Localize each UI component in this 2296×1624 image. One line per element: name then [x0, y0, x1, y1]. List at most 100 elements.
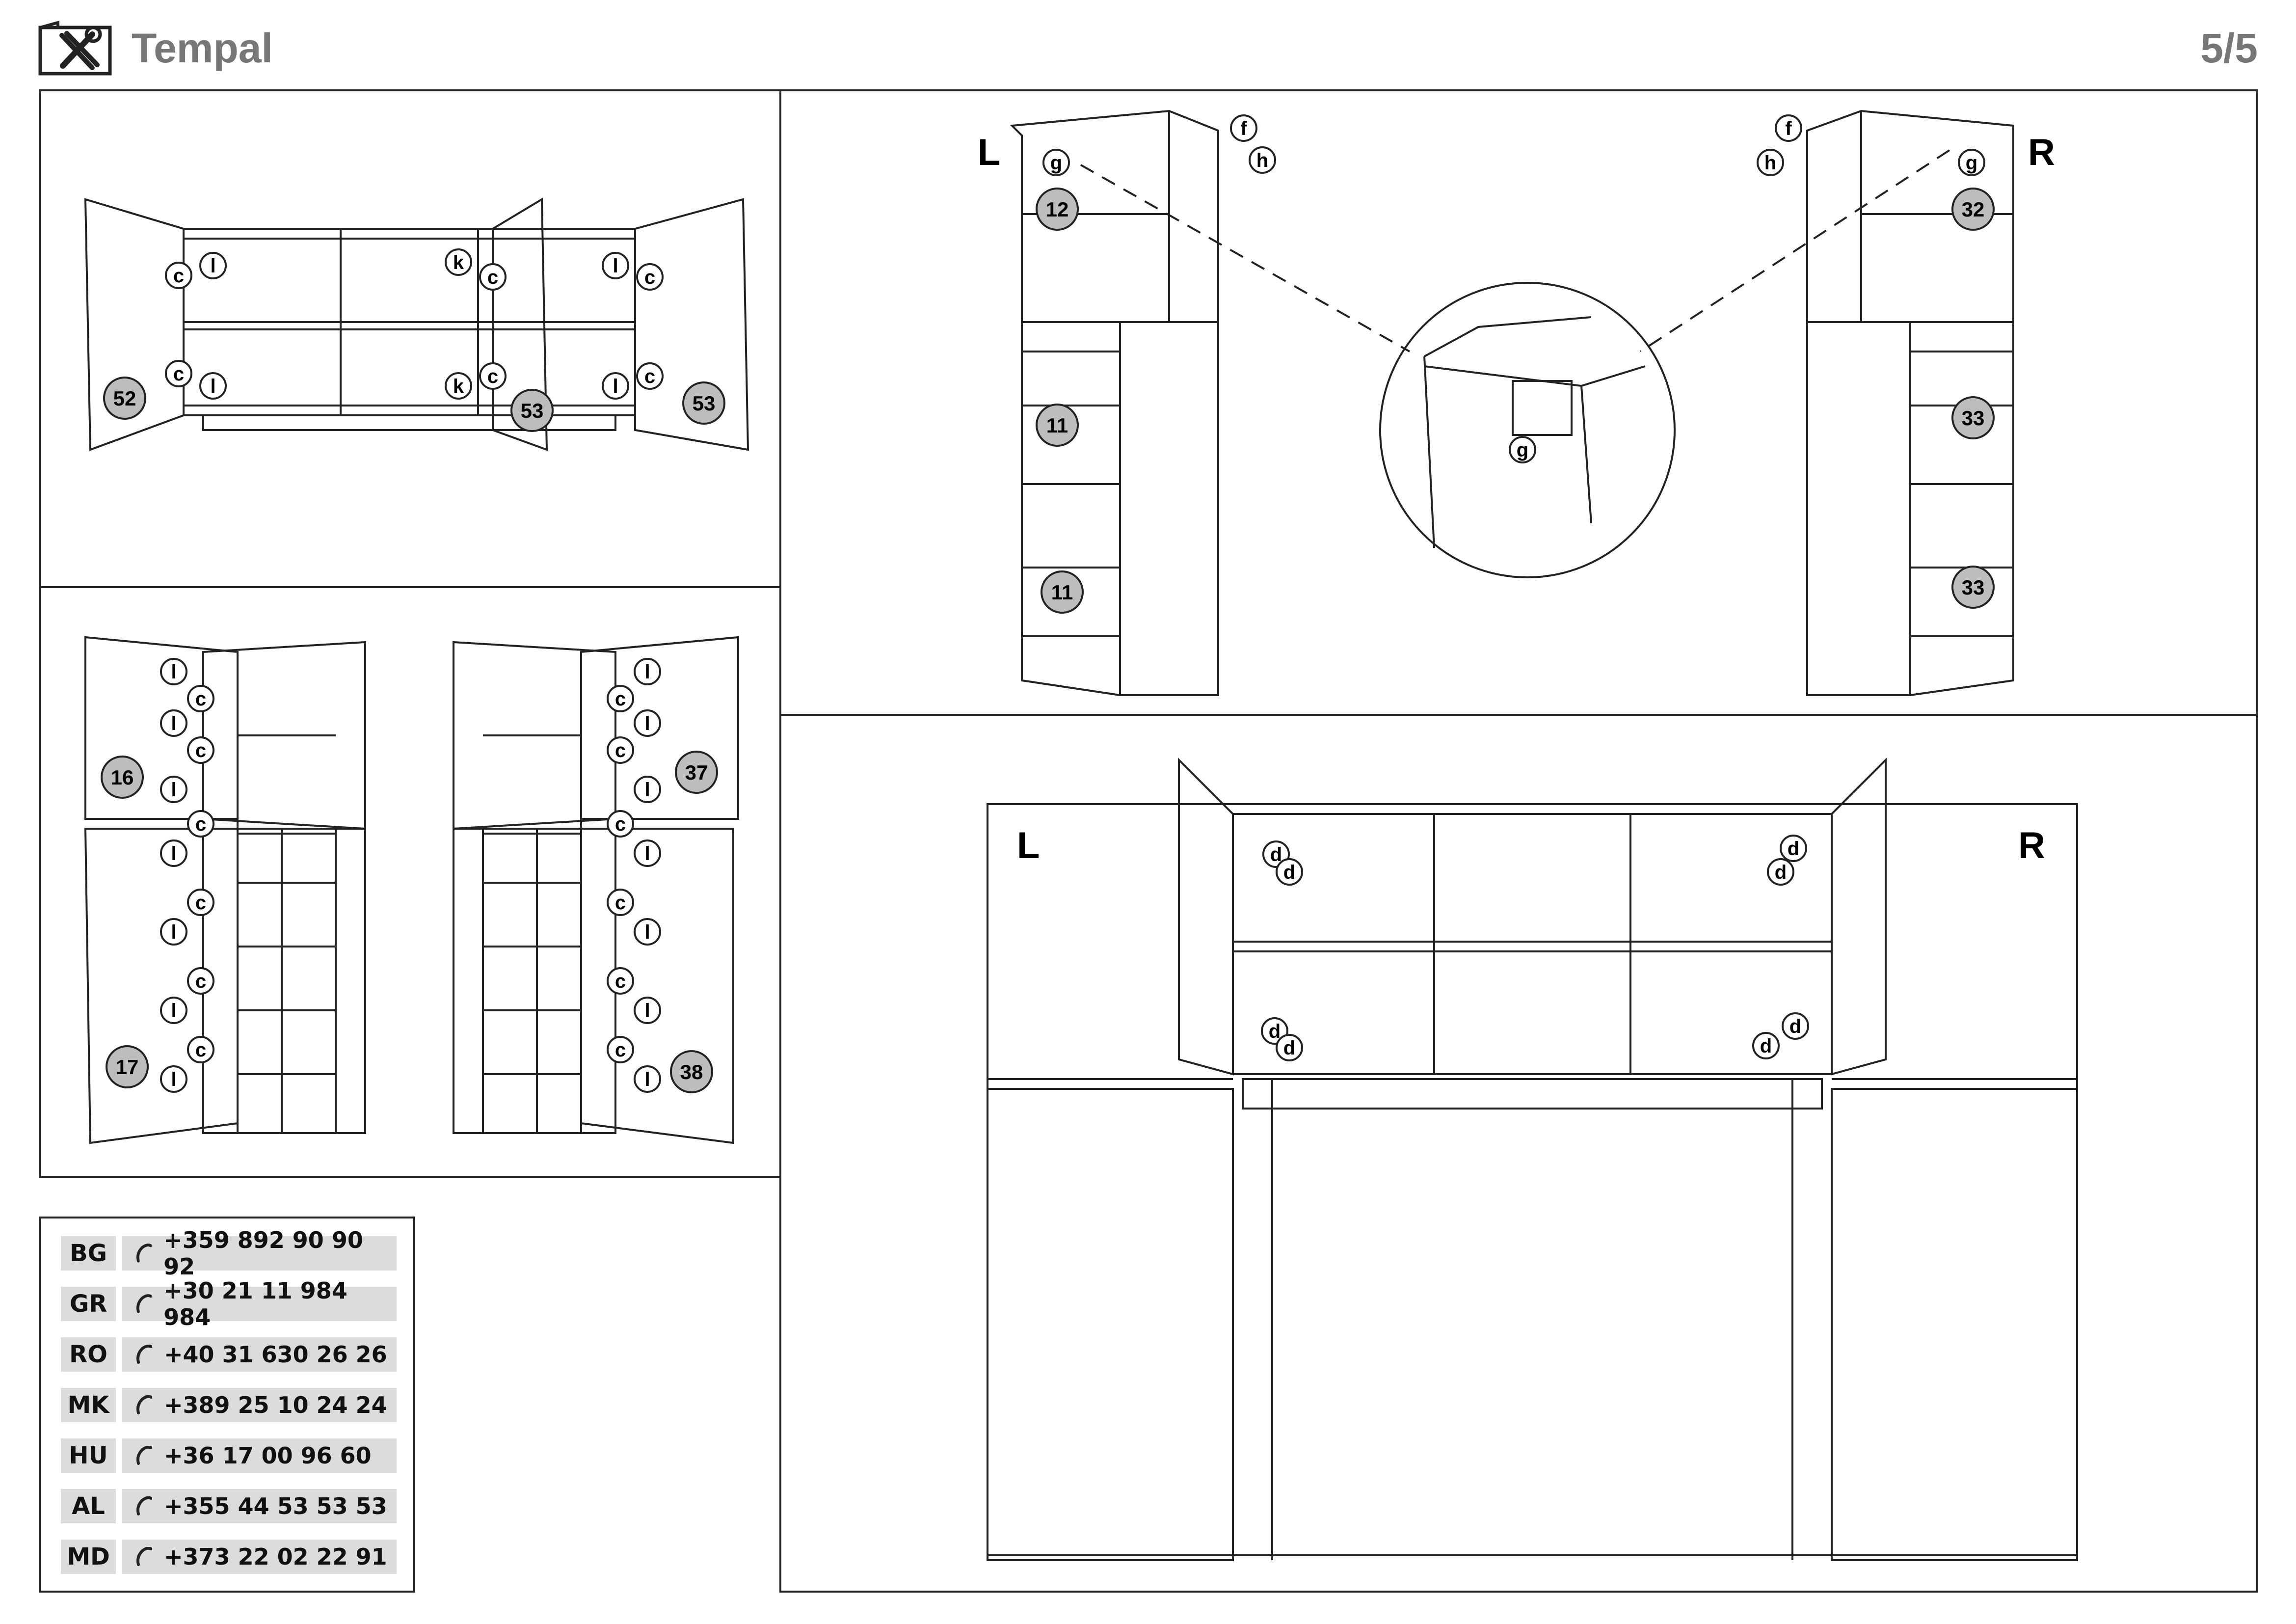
svg-text:c: c	[487, 267, 498, 288]
phone-number[interactable]: +389 25 10 24 24	[122, 1388, 397, 1422]
svg-text:12: 12	[1046, 198, 1069, 221]
svg-text:g: g	[1050, 152, 1062, 174]
svg-text:f: f	[1785, 118, 1792, 139]
svg-text:53: 53	[693, 392, 716, 415]
fitting-label: f	[1775, 114, 1802, 142]
hinge-label: l	[160, 997, 187, 1024]
svg-text:53: 53	[521, 399, 544, 422]
hinge-label: c	[187, 736, 214, 764]
contact-row: MD+373 22 02 22 91	[61, 1540, 397, 1574]
page-number: 5/5	[2200, 25, 2258, 71]
svg-text:l: l	[171, 779, 176, 801]
svg-text:h: h	[1256, 150, 1268, 171]
svg-text:h: h	[1764, 152, 1776, 174]
hinge-label: c	[636, 263, 664, 291]
svg-text:l: l	[171, 1069, 176, 1090]
svg-text:l: l	[613, 376, 618, 397]
phone-icon	[136, 1547, 152, 1566]
hinge-label: c	[187, 810, 214, 838]
tools-icon	[38, 21, 112, 76]
fitting-label: h	[1249, 146, 1276, 174]
right-side-label: R	[2028, 132, 2055, 173]
svg-text:g: g	[1517, 439, 1528, 461]
part-number-badge: 11	[1041, 570, 1084, 614]
country-code: BG	[61, 1236, 116, 1271]
part-number-badge: 38	[670, 1050, 713, 1093]
part-number-badge: 33	[1951, 396, 1995, 439]
hinge-label: c	[607, 889, 634, 916]
phone-icon	[136, 1395, 152, 1414]
svg-text:c: c	[195, 892, 206, 914]
hinge-label: d	[1276, 1034, 1303, 1061]
svg-text:16: 16	[111, 766, 134, 789]
hinge-label: l	[199, 252, 227, 279]
hinge-label: c	[479, 362, 507, 390]
hinge-label: c	[636, 362, 664, 390]
hinge-label: c	[165, 360, 192, 387]
svg-text:l: l	[644, 1069, 650, 1090]
svg-text:37: 37	[685, 761, 708, 784]
svg-text:c: c	[195, 971, 206, 992]
hinge-label: l	[634, 658, 661, 685]
svg-text:33: 33	[1962, 576, 1985, 599]
fitting-label: g	[1042, 149, 1070, 176]
phone-number[interactable]: +36 17 00 96 60	[122, 1438, 397, 1473]
svg-text:c: c	[615, 1039, 626, 1061]
contact-row: HU+36 17 00 96 60	[61, 1438, 397, 1473]
hinge-label: l	[160, 918, 187, 946]
hinge-label: l	[602, 372, 629, 400]
hinge-label: c	[607, 810, 634, 838]
hinge-label: c	[187, 1036, 214, 1063]
svg-text:c: c	[615, 688, 626, 710]
country-code: MD	[61, 1540, 116, 1574]
svg-text:c: c	[644, 267, 655, 288]
hinge-label: c	[165, 262, 192, 289]
hinge-label: c	[607, 967, 634, 995]
part-number-badge: 16	[101, 756, 144, 799]
part-number-badge: 52	[103, 377, 146, 420]
svg-text:c: c	[615, 740, 626, 761]
hinge-label: l	[634, 709, 661, 737]
hinge-label: c	[479, 263, 507, 291]
part-number-badge: 11	[1036, 404, 1079, 447]
svg-text:l: l	[644, 1000, 650, 1022]
svg-text:c: c	[195, 688, 206, 710]
country-code: GR	[61, 1287, 116, 1321]
svg-text:l: l	[171, 843, 176, 865]
hinge-label: l	[634, 776, 661, 803]
svg-text:c: c	[195, 1039, 206, 1061]
phone-number[interactable]: +359 892 90 90 92	[122, 1227, 397, 1280]
phone-number[interactable]: +373 22 02 22 91	[122, 1540, 397, 1574]
svg-text:11: 11	[1046, 414, 1068, 437]
phone-number[interactable]: +30 21 11 984 984	[122, 1277, 397, 1330]
part-number-badge: 12	[1036, 188, 1079, 231]
phone-icon	[136, 1244, 152, 1263]
hinge-label: d	[1782, 1012, 1809, 1040]
svg-text:c: c	[487, 366, 498, 387]
phone-number[interactable]: +40 31 630 26 26	[122, 1337, 397, 1372]
hinge-label: l	[634, 997, 661, 1024]
phone-number[interactable]: +355 44 53 53 53	[122, 1489, 397, 1523]
svg-text:l: l	[210, 376, 215, 397]
contact-row: AL+355 44 53 53 53	[61, 1489, 397, 1523]
hinge-label: l	[199, 372, 227, 400]
contact-row: BG+359 892 90 90 92	[61, 1227, 397, 1280]
hinge-label: c	[187, 889, 214, 916]
svg-text:d: d	[1788, 838, 1799, 860]
svg-text:d: d	[1760, 1035, 1772, 1057]
country-code: AL	[61, 1489, 116, 1523]
part-number-badge: 53	[682, 381, 725, 425]
hinge-label: c	[187, 967, 214, 995]
svg-text:l: l	[171, 921, 176, 943]
svg-text:l: l	[171, 713, 176, 734]
svg-text:l: l	[613, 255, 618, 277]
hinge-label: c	[607, 1036, 634, 1063]
fitting-label: g	[1958, 149, 1985, 176]
svg-text:d: d	[1283, 862, 1295, 883]
hinge-label: l	[634, 918, 661, 946]
